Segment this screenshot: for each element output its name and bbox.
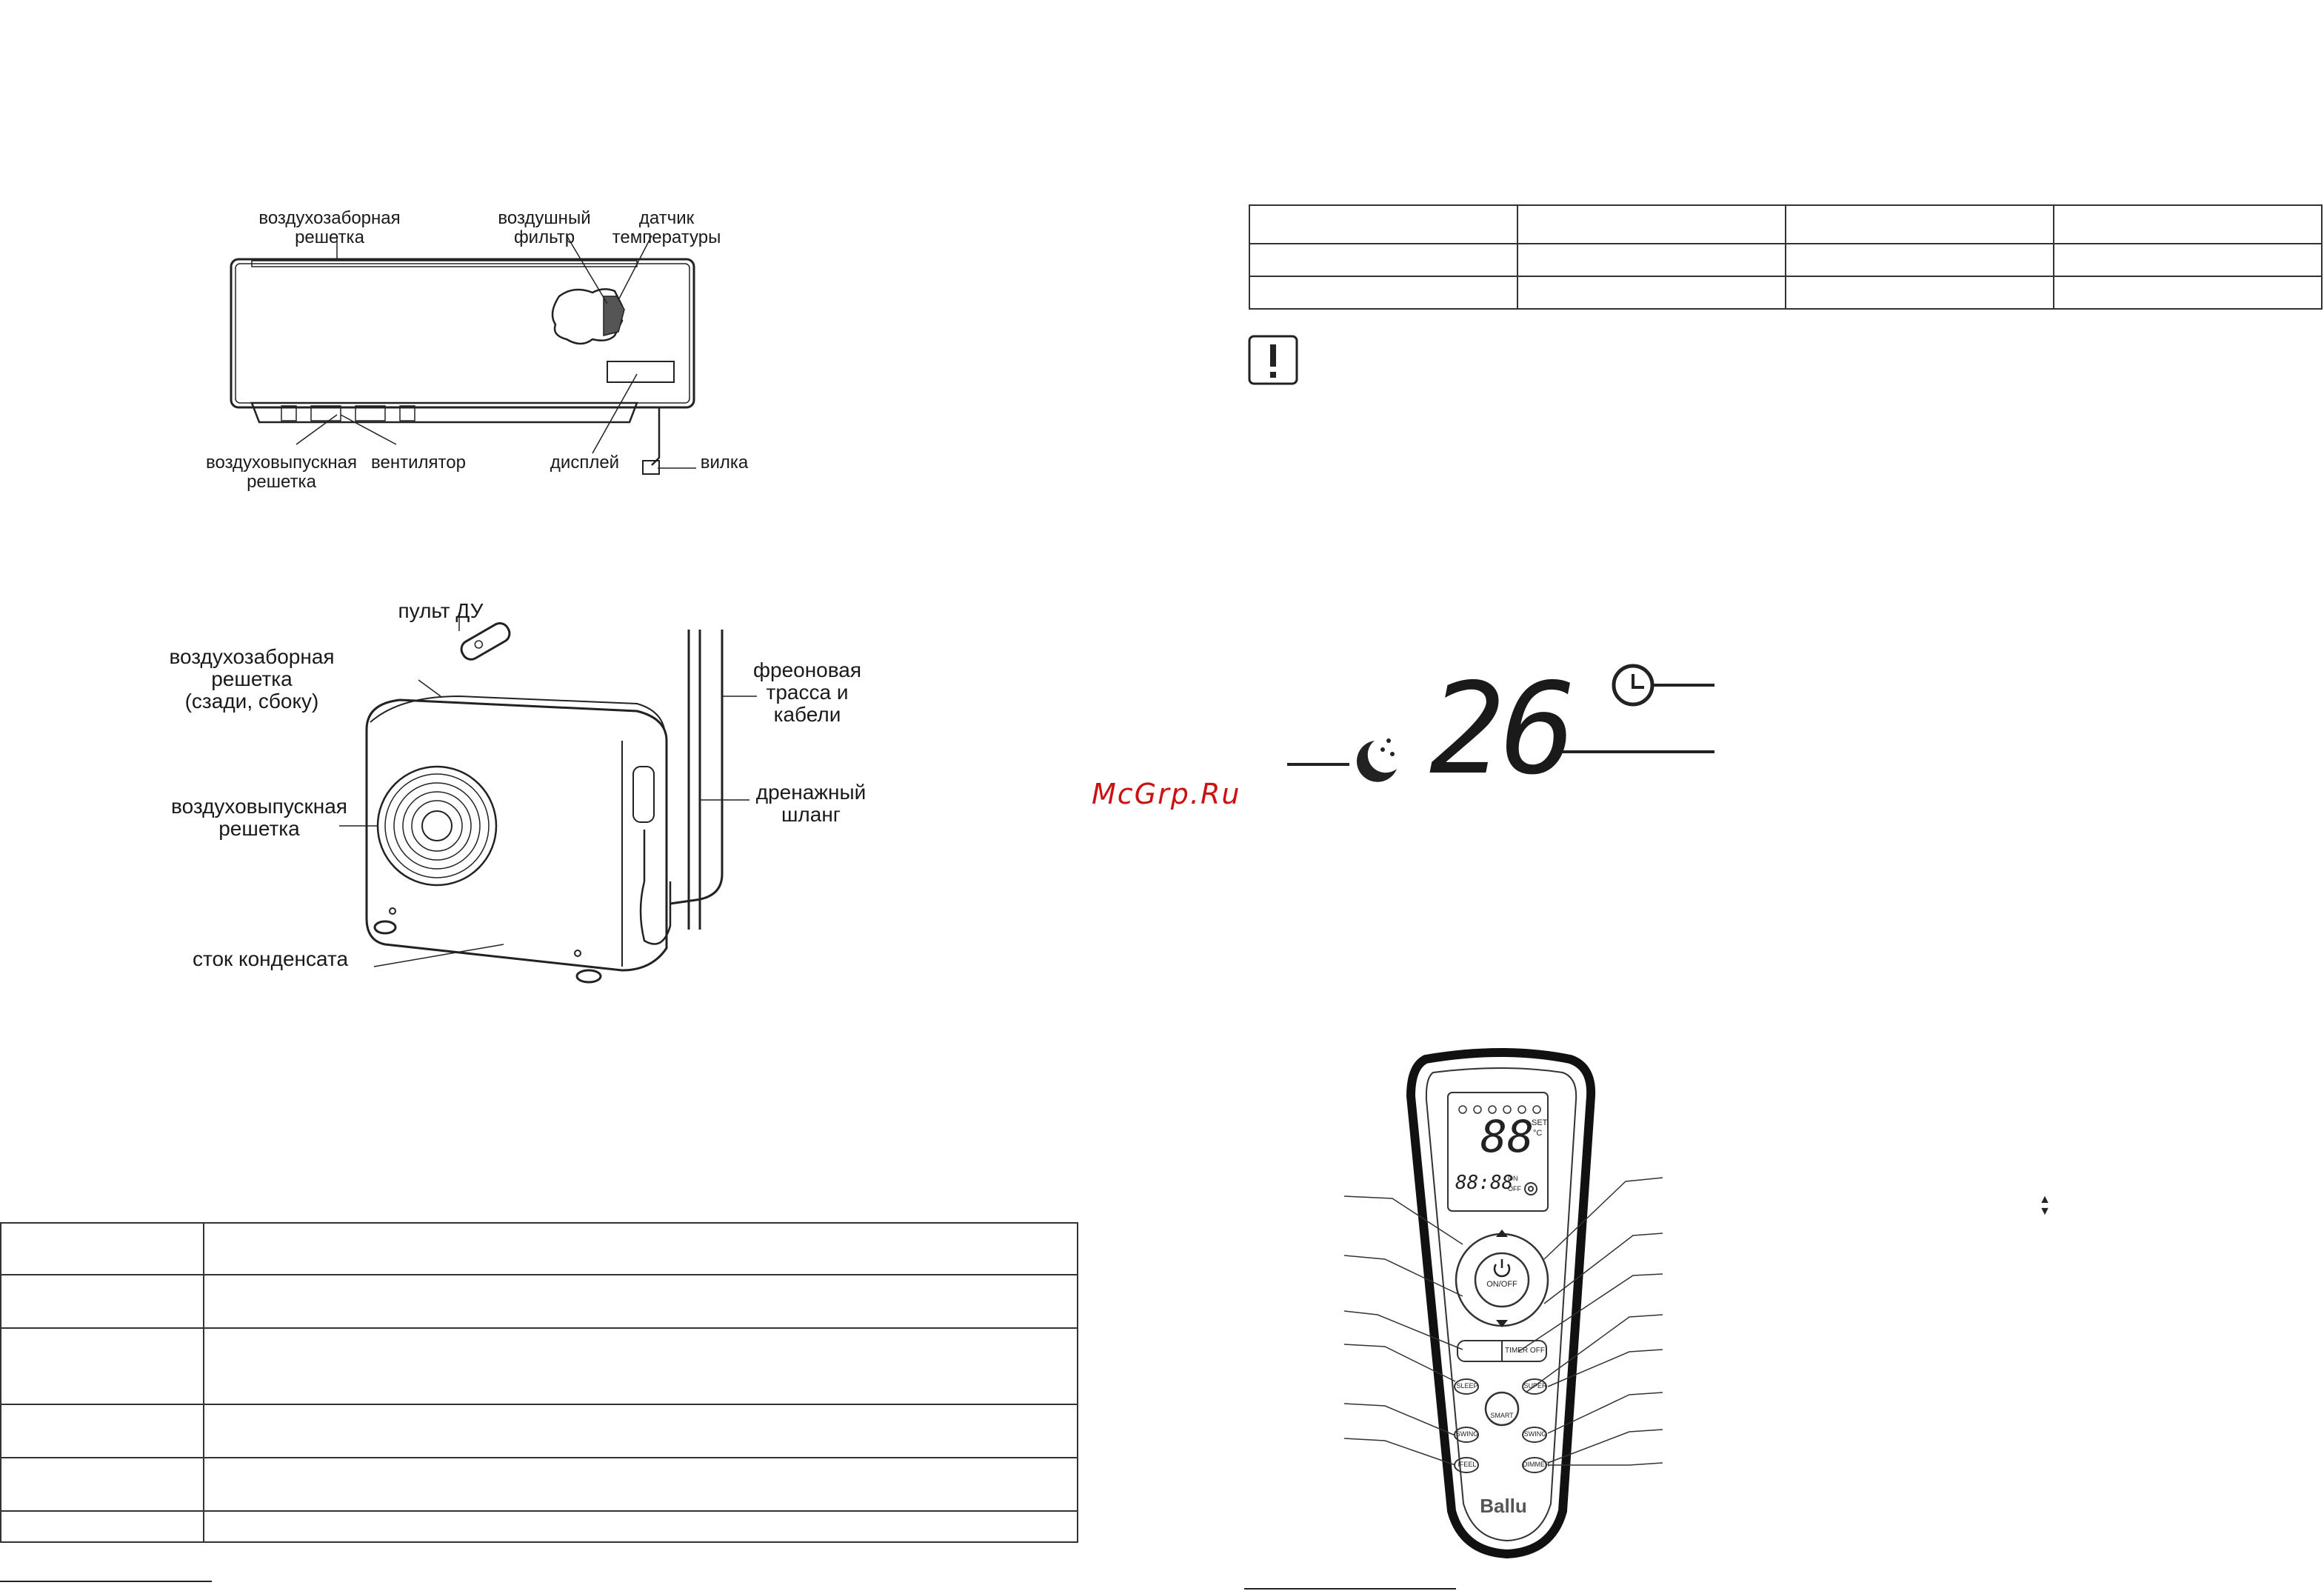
display-panel: [1287, 664, 1714, 782]
table-cell: [2053, 204, 2323, 244]
table-cell: [1517, 276, 1786, 310]
label-intake-grille: воздухозаборная решетка: [258, 208, 401, 247]
right-table: [1249, 204, 2323, 310]
table-cell: [1785, 276, 2054, 310]
sleep-moon-icon: [1356, 738, 1397, 782]
smart-button[interactable]: SMART: [1490, 1412, 1514, 1419]
swing-button[interactable]: SWING: [1455, 1430, 1479, 1438]
brand-logo: Ballu: [1480, 1495, 1527, 1517]
label-air-filter: воздушный фильтр: [498, 208, 591, 247]
table-row: [0, 1404, 1078, 1458]
table-cell: [0, 1222, 204, 1275]
label-temp-sensor: датчик температуры: [612, 208, 721, 247]
watermark: McGrp.Ru: [1092, 778, 1241, 810]
table-cell: [0, 1510, 204, 1543]
table-cell: [203, 1457, 1078, 1512]
table-row: [1249, 204, 2323, 244]
lcd-unit-label: °C: [1533, 1129, 1543, 1138]
indoor-unit-drawing: [230, 235, 696, 475]
table-cell: [0, 1404, 204, 1458]
up-down-arrows-icon: ▲▼: [2039, 1193, 2051, 1218]
table-cell: [0, 1274, 204, 1329]
table-cell: [1249, 276, 1518, 310]
table-row: [1249, 276, 2323, 310]
remote-control: [1343, 1048, 1663, 1559]
table-row: [0, 1274, 1078, 1329]
table-cell: [1249, 243, 1518, 277]
outdoor-unit-drawing: [339, 613, 757, 984]
timer-clock-icon: [1612, 664, 1654, 707]
table-cell: [203, 1222, 1078, 1275]
table-cell: [203, 1510, 1078, 1543]
lcd-time-digits: 88:88: [1455, 1172, 1514, 1194]
table-cell: [0, 1327, 204, 1405]
table-cell: [2053, 276, 2323, 310]
table-cell: [2053, 243, 2323, 277]
display-temperature: 26: [1429, 656, 1577, 803]
table-row: [0, 1327, 1078, 1405]
table-cell: [1249, 204, 1518, 244]
table-row: [0, 1222, 1078, 1275]
label-drain-hose: дренажный шланг: [755, 781, 867, 826]
table-cell: [1785, 243, 2054, 277]
power-button[interactable]: ON/OFF: [1486, 1280, 1517, 1289]
left-table: [0, 1222, 1078, 1543]
super-button[interactable]: SUPER: [1523, 1382, 1547, 1390]
label-freon-line: фреоновая трасса и кабели: [752, 658, 862, 726]
table-cell: [203, 1327, 1078, 1405]
lcd-off-label: OFF: [1508, 1185, 1521, 1193]
power-icon: [1493, 1259, 1511, 1278]
lcd-on-label: ON: [1508, 1175, 1518, 1182]
label-fan: вентилятор: [371, 453, 466, 473]
table-cell: [1785, 204, 2054, 244]
dimmer-button[interactable]: DIMMER: [1523, 1461, 1550, 1468]
label-outdoor-outlet-grille: воздуховыпускная решетка: [171, 795, 347, 840]
label-plug: вилка: [700, 453, 749, 473]
sleep-button[interactable]: SLEEP: [1456, 1382, 1478, 1390]
label-remote: пульт ДУ: [398, 599, 484, 622]
table-row: [1249, 243, 2323, 277]
label-condensate: сток конденсата: [192, 947, 349, 970]
timer-off-button[interactable]: TIMER OFF: [1505, 1347, 1545, 1355]
lcd-temp-digits: 88: [1480, 1111, 1535, 1163]
table-cell: [1517, 204, 1786, 244]
swing2-button[interactable]: SWING: [1523, 1430, 1547, 1438]
table-row: [0, 1457, 1078, 1512]
table-row: [0, 1510, 1078, 1543]
lcd-set-label: SET: [1532, 1118, 1548, 1127]
warning-icon: [1248, 335, 1298, 385]
label-outlet-grille: воздуховыпускная решетка: [206, 453, 357, 492]
ifeel-button[interactable]: iFEEL: [1457, 1461, 1477, 1468]
table-cell: [203, 1274, 1078, 1329]
table-cell: [203, 1404, 1078, 1458]
table-cell: [1517, 243, 1786, 277]
table-cell: [0, 1457, 204, 1512]
label-outdoor-intake-grille: воздухозаборная решетка (сзади, сбоку): [169, 645, 335, 713]
label-display: дисплей: [550, 453, 620, 473]
lcd-settings-icon: [1524, 1182, 1537, 1195]
